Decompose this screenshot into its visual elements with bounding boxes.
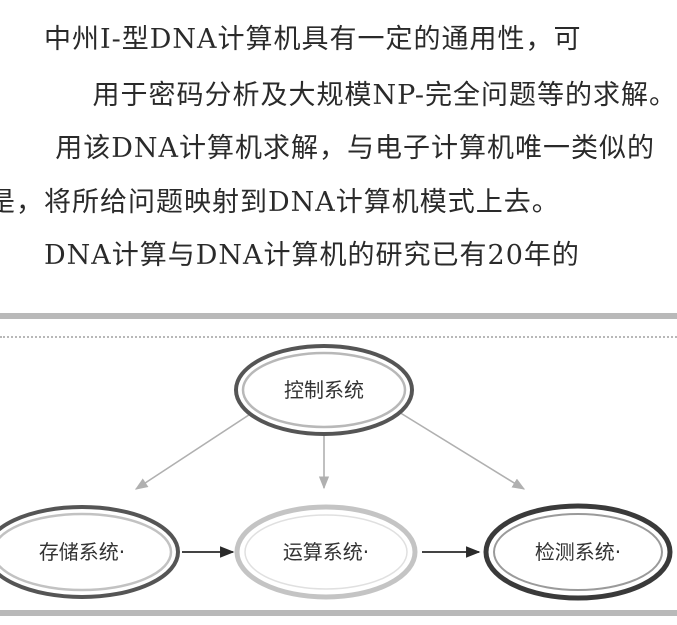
node-control-label: 控制系统 <box>284 378 364 402</box>
arrow-control-to-storage <box>134 408 259 490</box>
system-diagram: 控制系统 存储系统· 运算系统· 检测系统· <box>0 305 677 625</box>
diagram-canvas: 控制系统 存储系统· 运算系统· 检测系统· <box>0 344 673 601</box>
text-line: 是，将所给问题映射到DNA计算机模式上去。 <box>0 187 560 218</box>
text-line: 中州I-型DNA计算机具有一定的通用性，可 <box>44 24 582 55</box>
node-detect: 检测系统· <box>483 503 673 601</box>
arrow-control-to-detect <box>393 408 526 490</box>
node-storage: 存储系统· <box>0 505 180 599</box>
node-compute-label: 运算系统· <box>283 540 369 564</box>
text-line: DNA计算与DNA计算机的研究已有20年的 <box>44 240 580 271</box>
figure-bottom-border <box>0 610 677 616</box>
node-detect-label: 检测系统· <box>535 540 621 564</box>
figure-dotted-rule <box>0 336 677 338</box>
text-line: 用该DNA计算机求解，与电子计算机唯一类似的 <box>55 133 655 164</box>
node-control: 控制系统 <box>234 344 414 436</box>
figure-top-border <box>0 313 677 319</box>
node-compute: 运算系统· <box>234 504 418 600</box>
text-line: 用于密码分析及大规模NP-完全问题等的求解。 <box>92 80 677 111</box>
node-storage-label: 存储系统· <box>39 540 125 564</box>
